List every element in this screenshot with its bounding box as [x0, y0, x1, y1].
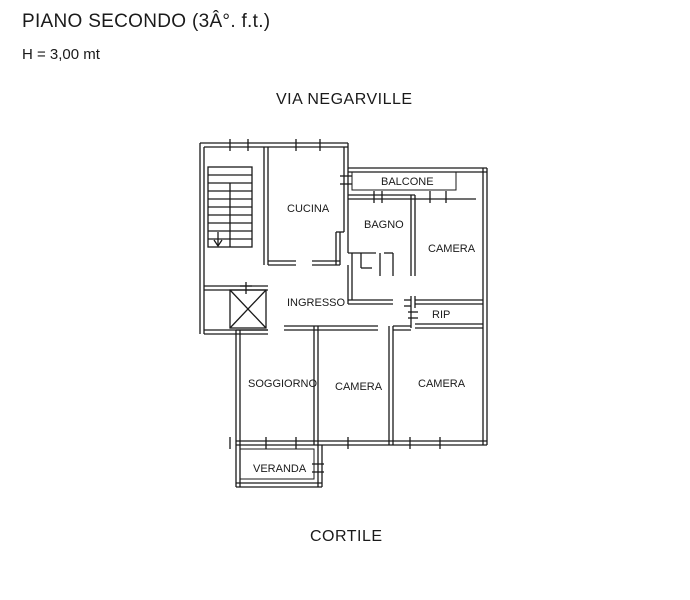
plan-title: PIANO SECONDO (3Â°. f.t.): [22, 11, 271, 32]
room-label-camera-right: CAMERA: [418, 378, 466, 390]
room-label-balcone: BALCONE: [381, 176, 434, 188]
room-labels: CUCINA BALCONE BAGNO CAMERA INGRESSO RIP…: [248, 176, 476, 475]
street-label: VIA NEGARVILLE: [276, 91, 413, 108]
veranda-outline: [239, 448, 315, 480]
room-label-veranda: VERANDA: [253, 463, 307, 475]
ceiling-height: H = 3,00 mt: [22, 46, 100, 63]
interior-walls-bottom: [236, 325, 411, 445]
room-label-rip: RIP: [432, 309, 450, 321]
room-label-soggiorno: SOGGIORNO: [248, 378, 318, 390]
window-marks: [229, 139, 447, 473]
room-label-camera-middle: CAMERA: [335, 381, 383, 393]
room-label-camera-top-right: CAMERA: [428, 243, 476, 255]
stairwell: [204, 147, 269, 291]
balcony-outline: [351, 171, 457, 191]
courtyard-label: CORTILE: [310, 528, 383, 545]
room-label-ingresso: INGRESSO: [287, 297, 346, 309]
room-label-bagno: BAGNO: [364, 219, 404, 231]
room-label-cucina: CUCINA: [287, 203, 330, 215]
